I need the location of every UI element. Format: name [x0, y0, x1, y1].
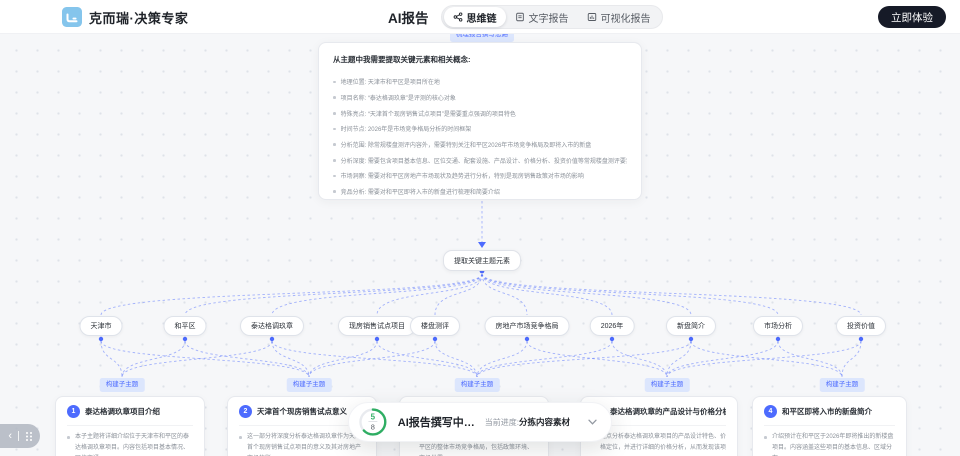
divider: [592, 425, 726, 426]
viz-icon: [587, 13, 596, 21]
card-description: 这一部分将深度分析泰达格调玖章作为天津首个现房销售试点项目的意义及其对房地产市场…: [239, 432, 365, 456]
progress-title: AI报告撰写中…: [397, 417, 475, 429]
top-navigation-bar: 克而瑞·决策专家 AI报告 思维链 文字报告 可视化报: [0, 0, 960, 34]
brand-name: 克而瑞·决策专家: [89, 10, 189, 26]
report-mode-switch: 思维链 文字报告 可视化报告: [440, 5, 663, 29]
card-title: 泰达格调玖章项目介绍: [85, 407, 160, 416]
progress-total: 8: [371, 422, 375, 431]
keyword-chip: 和平区: [163, 316, 207, 336]
subtopic-card: 4 和平区即将入市的新盘简介介绍预计在和平区于2026年即将推出的新楼盘项目。内容…: [752, 396, 907, 456]
card-description: 介绍预计在和平区于2026年即将推出的新楼盘项目。内容涵盖这些项目的基本信息、区…: [764, 432, 895, 456]
keyword-chip: 2026年: [589, 316, 635, 336]
brand: 克而瑞·决策专家: [62, 0, 188, 34]
doc-icon: [515, 12, 524, 22]
concept-bullet: 项目名称: “泰达格调玖章”是评测的核心对象: [333, 90, 627, 106]
page-title: AI报告: [388, 11, 429, 26]
chevron-left-icon: ‹: [8, 429, 12, 442]
concept-bullet: 分析深度: 需要包含项目基本信息、区位交通、配套设施、产品设计、价格分析、投资价…: [333, 152, 627, 168]
tab-label: 文字报告: [528, 13, 569, 25]
subtopic-card: 1 泰达格调玖章项目介绍本子主题将详细介绍位于天津市和平区的泰达格调玖章项目。内容…: [55, 396, 205, 456]
tab-label: 可视化报告: [600, 13, 651, 25]
concept-bullet: 时间节点: 2026年是市场竞争格局分析的时间框架: [333, 121, 627, 137]
chain-icon: [453, 12, 462, 22]
writing-progress-pill[interactable]: 5 8 AI报告撰写中… 当前进度:分拣内容素材: [348, 402, 612, 442]
extract-node: 提取关键主题元素: [443, 250, 521, 271]
tab-text-report[interactable]: 文字报告: [506, 7, 578, 27]
concept-bullet: 特殊亮点: “天津首个现房销售试点项目”是需要重点强调的项目特色: [333, 105, 627, 121]
card-number-badge: 1: [67, 405, 80, 418]
card-description: 本子主题将详细介绍位于天津市和平区的泰达格调玖章项目。内容包括项目基本情况、区位…: [67, 432, 193, 456]
subtopic-badge: 构建子主题: [286, 378, 332, 392]
cric-logo-icon: [62, 7, 82, 27]
concept-bullet: 分析范围: 除常规楼盘测评内容外，需要特别关注和平区2026年市场竞争格局及即将…: [333, 137, 627, 153]
keyword-chip: 泰达格调玖章: [240, 316, 304, 336]
subtopic-badge: 构建子主题: [99, 378, 145, 392]
grip-dots-icon: [26, 431, 32, 441]
progress-ring: 5 8: [359, 408, 387, 436]
key-concepts-card: 从主题中我需要提取关键元素和相关概念: 地理位置: 天津市和平区是项目所在地项目…: [318, 42, 642, 200]
divider: [18, 431, 19, 441]
keyword-chip: 房地产市场竞争格局: [484, 316, 570, 336]
concept-bullet: 竞品分析: 需要对和平区即将入市的新盘进行梳理和简要介绍: [333, 184, 627, 200]
subtopic-badge: 构建子主题: [644, 378, 690, 392]
card-title: 天津首个现房销售试点意义: [257, 407, 347, 416]
concept-bullet: 市场洞察: 需要对和平区房地产市场现状及趋势进行分析，特别是现房销售政策对市场的…: [333, 168, 627, 184]
tab-mind-chain[interactable]: 思维链: [443, 7, 506, 27]
divider: [764, 425, 895, 426]
card-description: 重点分析泰达格调玖章项目的产品设计特色、价格定位，并进行详细的价格分析，从而发现…: [592, 432, 726, 454]
keyword-chip: 市场分析: [753, 316, 803, 336]
progress-stage: 当前进度:分拣内容素材: [485, 416, 570, 428]
concept-bullet: 地理位置: 天津市和平区是项目所在地: [333, 74, 627, 90]
tab-visual-report[interactable]: 可视化报告: [578, 7, 660, 27]
progress-current: 5: [371, 413, 376, 422]
keyword-chip: 现房销售试点项目: [338, 316, 416, 336]
keyword-chip: 投资价值: [836, 316, 886, 336]
key-concepts-list: 地理位置: 天津市和平区是项目所在地项目名称: “泰达格调玖章”是评测的核心对象…: [333, 74, 627, 200]
divider: [67, 425, 193, 426]
subtopic-badge: 构建子主题: [819, 378, 865, 392]
header-center: AI报告 思维链 文字报告 可视化报告: [388, 0, 663, 34]
progress-stage-value: 分拣内容素材: [518, 417, 570, 427]
divider: [239, 425, 365, 426]
card-title: 和平区即将入市的新盘简介: [782, 407, 872, 416]
try-now-button[interactable]: 立即体验: [878, 6, 946, 28]
sidebar-collapse-widget[interactable]: ‹: [0, 424, 40, 448]
subtopic-badge: 构建子主题: [454, 378, 500, 392]
key-concepts-title: 从主题中我需要提取关键元素和相关概念:: [333, 55, 471, 64]
keyword-chip: 天津市: [79, 316, 123, 336]
card-number-badge: 4: [764, 405, 777, 418]
card-number-badge: 2: [239, 405, 252, 418]
keyword-chip: 新盘简介: [666, 316, 716, 336]
chevron-down-icon[interactable]: [588, 419, 597, 425]
card-title: 泰达格调玖章的产品设计与价格分析: [610, 407, 726, 416]
progress-stage-label: 当前进度:: [484, 418, 519, 427]
tab-label: 思维链: [466, 13, 497, 25]
keyword-chip: 楼盘测评: [410, 316, 460, 336]
